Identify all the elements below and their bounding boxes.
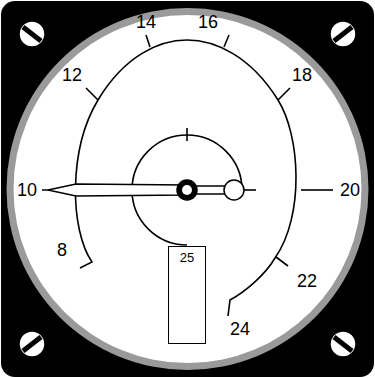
scale-tick [224,35,229,47]
inner-tick [186,128,188,141]
scale-tick [276,257,288,266]
counter-window: 25 [168,246,206,344]
screw [19,21,45,47]
tail-counterweight [224,180,244,200]
counter-digit: 25 [169,247,205,264]
scale-number: 16 [198,13,218,31]
pointer [48,180,244,200]
screws [19,21,356,357]
screw [330,21,356,47]
screw [330,331,356,357]
screw-slot [23,27,41,41]
screw-slot [334,27,352,41]
scale-number: 20 [340,181,360,199]
needle [48,184,187,196]
scale-number: 8 [57,241,67,259]
scale-number: 22 [297,272,317,290]
scale-tick [86,88,98,100]
scale-number: 12 [62,66,82,84]
scale-tick [278,88,290,100]
hub [177,180,197,200]
scale-number: 24 [230,320,250,338]
scale-number: 14 [136,13,156,31]
scale-number: 10 [17,181,37,199]
scale-tick [146,35,150,47]
screw-slot [334,337,352,351]
screw-slot [23,337,41,351]
scale-tick [301,189,333,191]
bezel-ring [7,8,369,370]
dial-face [14,15,362,363]
scale-number: 18 [292,66,312,84]
hub-pin [182,185,192,195]
screw [19,331,45,357]
